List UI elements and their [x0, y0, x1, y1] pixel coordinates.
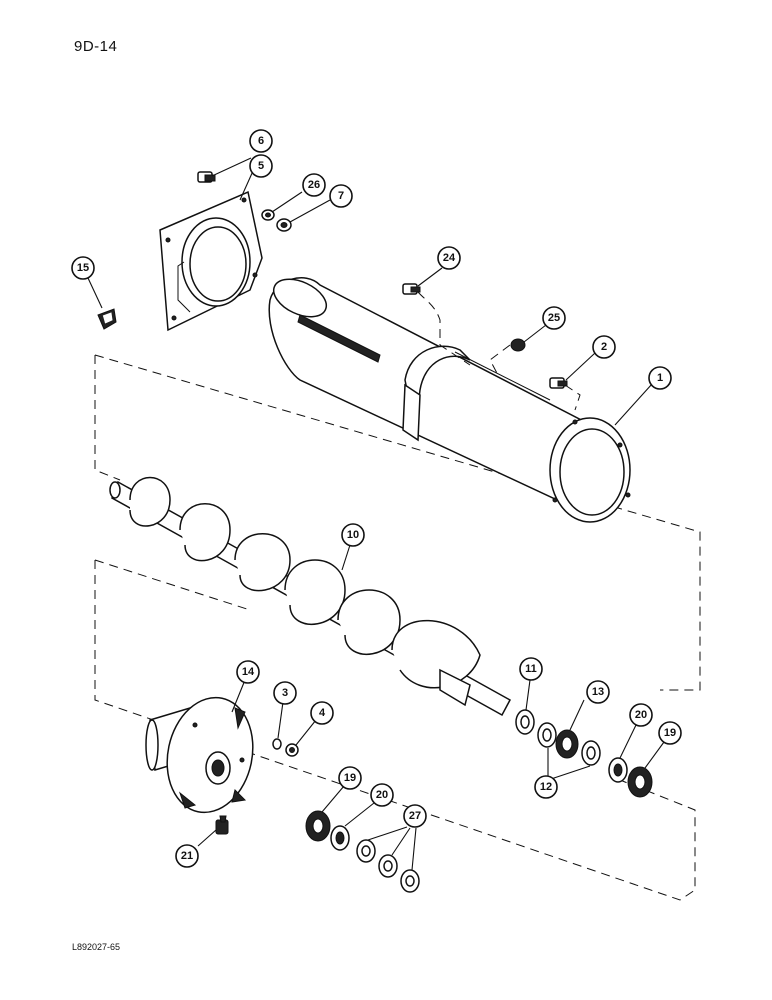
callout-13: 13 [586, 680, 610, 704]
part-washer-12a [537, 722, 557, 748]
figure-code: L892027-65 [72, 942, 121, 952]
svg-text:1: 1 [657, 372, 663, 384]
leader-25-path [489, 344, 511, 376]
callout-27: 27 [403, 804, 427, 828]
svg-text:4: 4 [319, 707, 326, 719]
callout-19-left: 19 [338, 766, 362, 790]
part-bolt-6 [197, 171, 216, 183]
part-washer-20-left [330, 825, 350, 851]
callout-24: 24 [437, 246, 461, 270]
svg-text:19: 19 [664, 727, 676, 739]
leader-2-path [564, 384, 581, 411]
callout-10: 10 [341, 523, 365, 547]
callout-6: 6 [249, 129, 273, 153]
assembly-outline-lower [94, 559, 696, 901]
leader-24-path [417, 291, 471, 366]
callout-19-right: 19 [658, 721, 682, 745]
part-nut-25 [510, 338, 526, 352]
svg-text:20: 20 [635, 709, 647, 721]
callout-14: 14 [236, 660, 260, 684]
svg-text:2: 2 [601, 341, 607, 353]
part-nut-4 [285, 743, 299, 757]
svg-text:15: 15 [77, 262, 89, 274]
svg-text:11: 11 [525, 663, 537, 675]
callout-3: 3 [273, 681, 297, 705]
callout-1: 1 [648, 366, 672, 390]
leader-lines [87, 157, 665, 871]
callout-20-right: 20 [629, 703, 653, 727]
part-bearing-19-right [627, 766, 653, 798]
callout-4: 4 [310, 701, 334, 725]
svg-text:20: 20 [376, 789, 388, 801]
callout-7: 7 [329, 184, 353, 208]
part-auger-tube-1 [268, 277, 631, 523]
svg-text:7: 7 [338, 190, 344, 202]
svg-text:13: 13 [592, 686, 604, 698]
part-washer-12b [581, 740, 601, 766]
svg-text:3: 3 [282, 687, 288, 699]
callout-26: 26 [302, 173, 326, 197]
part-bolt-2 [549, 377, 568, 389]
callout-5: 5 [249, 154, 273, 178]
svg-text:24: 24 [443, 252, 456, 264]
part-washer-27b [378, 854, 398, 878]
part-grease-fitting-21 [215, 815, 229, 835]
part-nut-26 [261, 209, 275, 221]
assembly-outline-upper [94, 354, 701, 691]
svg-text:10: 10 [347, 529, 359, 541]
part-washer-11 [515, 709, 535, 735]
part-washer-3 [272, 738, 282, 750]
part-washer-27a [356, 839, 376, 863]
part-auger-flighting-10 [109, 476, 512, 717]
callout-12: 12 [534, 775, 558, 799]
callout-25: 25 [542, 306, 566, 330]
part-bearing-13 [555, 729, 579, 759]
part-washer-27c [400, 869, 420, 893]
svg-text:26: 26 [308, 179, 320, 191]
callout-21: 21 [175, 844, 199, 868]
callout-11: 11 [519, 657, 543, 681]
callout-15: 15 [71, 256, 95, 280]
part-bearing-19-left [305, 810, 331, 842]
part-clip-15 [97, 308, 117, 330]
svg-text:14: 14 [242, 666, 255, 678]
svg-text:12: 12 [540, 781, 552, 793]
svg-text:19: 19 [344, 772, 356, 784]
svg-text:25: 25 [548, 312, 560, 324]
svg-text:6: 6 [258, 135, 264, 147]
page-code: 9D-14 [74, 38, 118, 55]
callout-20-left: 20 [370, 783, 394, 807]
callout-2: 2 [592, 335, 616, 359]
part-mounting-plate-5 [159, 190, 263, 332]
part-hub-14 [145, 696, 254, 814]
part-bolt-24 [402, 283, 421, 295]
svg-text:5: 5 [258, 160, 264, 172]
part-nut-7 [276, 218, 292, 232]
part-washer-20-right [608, 757, 628, 783]
svg-text:21: 21 [181, 850, 193, 862]
svg-text:27: 27 [409, 810, 421, 822]
